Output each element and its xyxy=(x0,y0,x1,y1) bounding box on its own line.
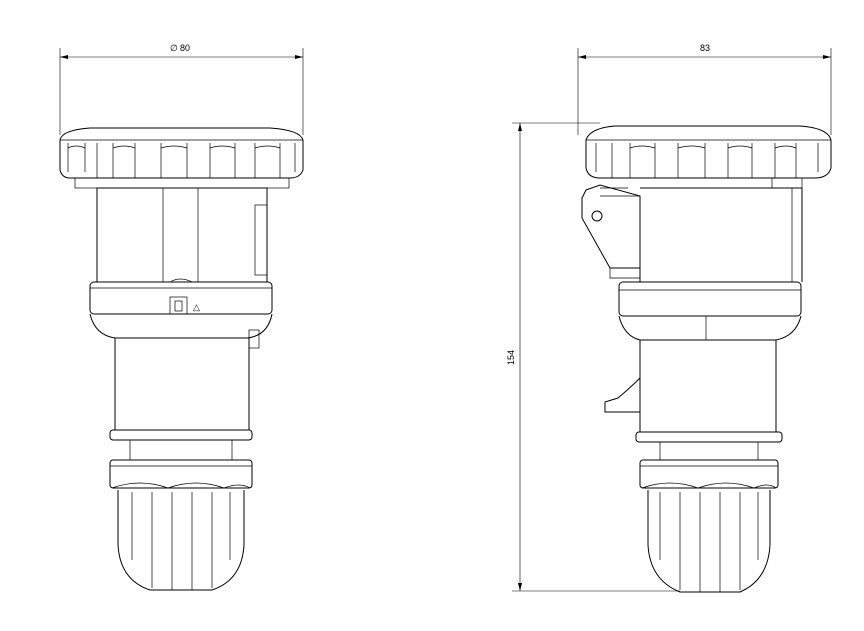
side-cap xyxy=(585,125,832,189)
front-cable-gland xyxy=(109,459,253,591)
side-lower-body xyxy=(604,339,783,461)
warning-triangle-symbol: △ xyxy=(193,302,200,312)
hinge-pin xyxy=(591,210,603,222)
front-diameter-label: 80 xyxy=(180,43,190,53)
side-width-label: 83 xyxy=(700,43,710,53)
side-view: 83 154 xyxy=(506,43,832,593)
diameter-symbol: ∅ xyxy=(170,43,178,53)
side-hinge-lid xyxy=(581,184,641,269)
side-cable-gland xyxy=(639,459,779,593)
height-label: 154 xyxy=(506,350,516,365)
side-collar xyxy=(618,281,802,341)
side-upper-body xyxy=(609,187,803,282)
front-view: ∅ 80 △ xyxy=(59,43,304,591)
front-cap xyxy=(59,127,304,189)
side-width-dimension: 83 xyxy=(577,43,832,135)
front-width-dimension: ∅ 80 xyxy=(59,43,304,135)
height-dimension: 154 xyxy=(506,122,680,592)
front-upper-body xyxy=(96,187,268,283)
front-lower-body xyxy=(109,337,253,461)
